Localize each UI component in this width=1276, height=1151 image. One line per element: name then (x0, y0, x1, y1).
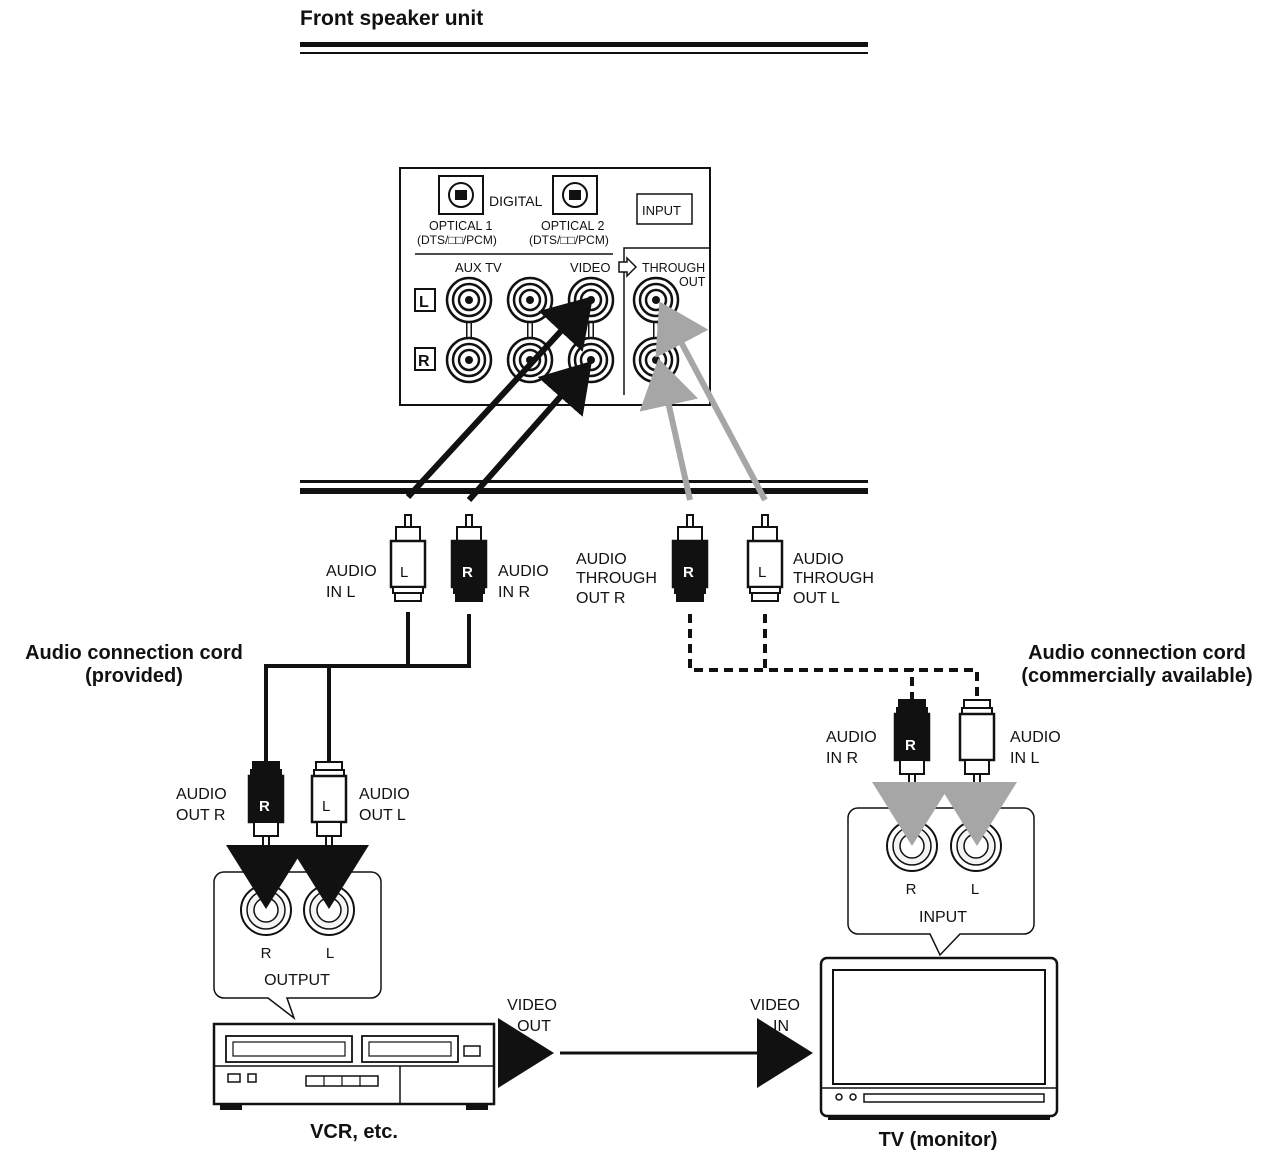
arrow-audio-in-r (466, 361, 592, 502)
label-through-out-r-2: THROUGH (576, 570, 657, 587)
optical-2-formats: (DTS/□□/PCM) (529, 233, 609, 247)
label-vcr-out-l-1: AUDIO (359, 786, 410, 803)
vcr-jack-r-label: R (261, 945, 272, 962)
plug-tv-in-l (958, 698, 996, 788)
label-audio-in-r-1: AUDIO (498, 563, 549, 580)
label-through-out-r-3: OUT R (576, 590, 625, 607)
tv-input-label: INPUT (919, 909, 967, 926)
commercial-cord-wire (688, 614, 979, 700)
plug-letter-l: L (758, 564, 766, 581)
label-through-out-l-3: OUT L (793, 590, 840, 607)
plug-letter-l: L (322, 798, 330, 815)
aux-l-jack (445, 276, 493, 324)
plug-letter-r: R (683, 564, 694, 581)
plug-letter-r: R (259, 798, 270, 815)
header-rule-thin (300, 52, 868, 54)
label-audio-in-r-2: IN R (498, 584, 530, 601)
provided-cord-wire (264, 612, 471, 762)
label-audio-in-l-1: AUDIO (326, 563, 377, 580)
label-through-out-l-2: THROUGH (793, 570, 874, 587)
arrow-through-out-l (655, 301, 768, 502)
plug-through-out-l (746, 513, 784, 603)
unit-rule-thick (300, 488, 868, 494)
aux-r-jack (445, 336, 493, 384)
through-out-l-jack (632, 276, 680, 324)
vcr-output-label: OUTPUT (264, 972, 330, 989)
tv-device (819, 956, 1059, 1120)
label-vcr-out-r-2: OUT R (176, 807, 225, 824)
video-label: VIDEO (570, 260, 610, 275)
video-in-label-1: VIDEO (750, 997, 800, 1014)
tv-caption: TV (monitor) (879, 1129, 998, 1151)
page-title: Front speaker unit (300, 7, 483, 30)
label-tv-in-l-2: IN L (1010, 750, 1039, 767)
digital-label: DIGITAL (489, 193, 543, 209)
video-out-label-2: OUT (517, 1018, 551, 1035)
label-audio-in-l-2: IN L (326, 584, 355, 601)
aux-tv-label: AUX TV (455, 260, 502, 275)
cord-provided-note: (provided) (85, 665, 183, 687)
label-tv-in-l-1: AUDIO (1010, 729, 1061, 746)
plug-audio-in-r (450, 513, 488, 603)
plug-letter-r: R (905, 737, 916, 754)
label-through-out-l-1: AUDIO (793, 551, 844, 568)
vcr-jack-l-label: L (326, 945, 334, 962)
through-out-r-jack (632, 336, 680, 384)
unit-rule-thin (300, 480, 868, 483)
cord-commercial-note: (commercially available) (1021, 665, 1252, 687)
tv-jack-r-label: R (906, 881, 917, 898)
optical-1-formats: (DTS/□□/PCM) (417, 233, 497, 247)
vcr-caption: VCR, etc. (310, 1121, 398, 1143)
header-rule-thick (300, 42, 868, 47)
through-out-label: OUT (679, 275, 706, 289)
video-in-label-2: IN (773, 1018, 789, 1035)
vcr-device (212, 1022, 496, 1110)
through-label: THROUGH (642, 261, 705, 275)
input-label: INPUT (642, 203, 681, 218)
row-l-label: L (419, 294, 429, 311)
cord-commercial-title: Audio connection cord (1028, 642, 1246, 664)
plug-letter-l: L (400, 564, 408, 581)
tv-jack-l-label: L (971, 881, 979, 898)
label-tv-in-r-1: AUDIO (826, 729, 877, 746)
video-out-label-1: VIDEO (507, 997, 557, 1014)
label-vcr-out-l-2: OUT L (359, 807, 406, 824)
plug-audio-in-l (389, 513, 427, 603)
label-vcr-out-r-1: AUDIO (176, 786, 227, 803)
cord-provided-title: Audio connection cord (25, 642, 243, 664)
label-through-out-r-1: AUDIO (576, 551, 627, 568)
tv-input-callout: R L INPUT (847, 782, 1035, 957)
optical-2-label: OPTICAL 2 (541, 219, 604, 233)
tv-l-jack (506, 276, 554, 324)
label-tv-in-r-2: IN R (826, 750, 858, 767)
row-r-label: R (418, 353, 430, 370)
plug-letter-r: R (462, 564, 473, 581)
optical-1-label: OPTICAL 1 (429, 219, 492, 233)
vcr-output-callout: R L OUTPUT (213, 845, 382, 1021)
arrow-through-out-r (639, 358, 699, 501)
plug-through-out-r (671, 513, 709, 603)
arrow-audio-in-l (405, 296, 594, 500)
